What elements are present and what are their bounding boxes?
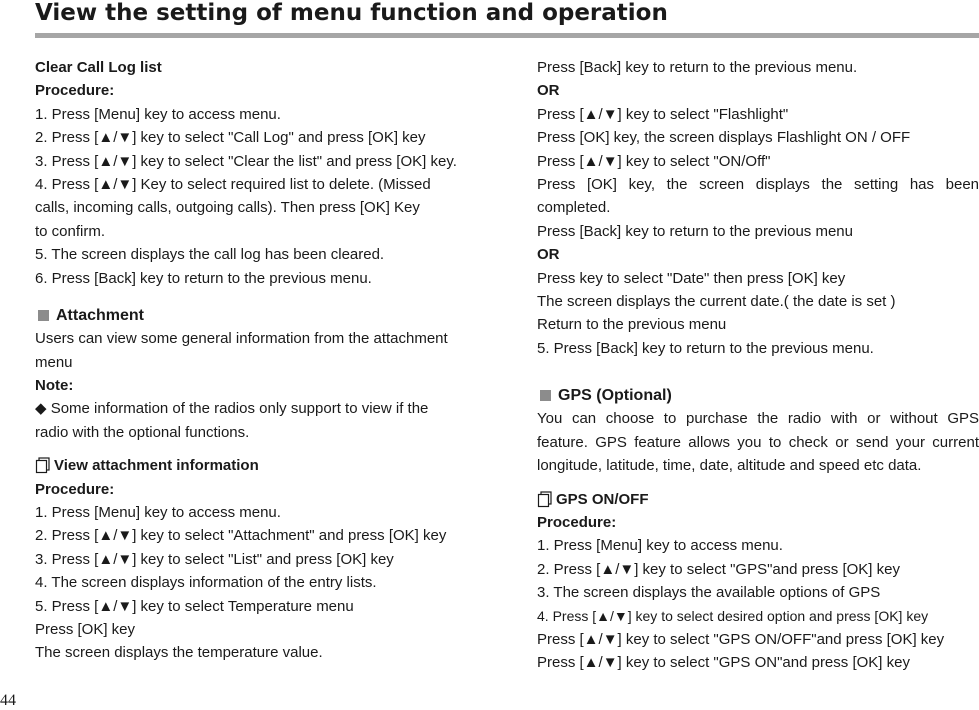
text-line: Press [Back] key to return to the previo… bbox=[537, 222, 853, 240]
right-column: Press [Back] key to return to the previo… bbox=[537, 56, 979, 675]
procedure-label: Procedure: bbox=[537, 514, 617, 532]
text-line: Press key to select "Date" then press [O… bbox=[537, 269, 846, 287]
procedure-label: Procedure: bbox=[35, 82, 115, 100]
step-line: Press [OK] key bbox=[35, 620, 136, 638]
step-line: Press [▲/▼] key to select "GPS ON"and pr… bbox=[537, 654, 910, 672]
spacer bbox=[35, 444, 485, 454]
section-square-icon bbox=[38, 310, 49, 322]
or-label: OR bbox=[537, 82, 560, 100]
view-attachment-heading: View attachment information bbox=[35, 454, 485, 477]
left-column: Clear Call Log list Procedure: 1. Press … bbox=[35, 56, 485, 665]
clear-call-log-heading: Clear Call Log list bbox=[35, 59, 162, 76]
text-line: The screen displays the current date.( t… bbox=[537, 292, 896, 310]
step-line: 4. Press [▲/▼] key to select desired opt… bbox=[537, 607, 929, 624]
step-line: 3. Press [▲/▼] key to select "Clear the … bbox=[35, 152, 457, 170]
step-line: 4. Press [▲/▼] Key to select required li… bbox=[35, 175, 431, 193]
document-icon bbox=[35, 457, 50, 474]
text-line: 5. Press [Back] key to return to the pre… bbox=[537, 339, 874, 357]
step-line: 5. The screen displays the call log has … bbox=[35, 246, 385, 264]
text-line: completed. bbox=[537, 199, 611, 217]
step-line: Press [▲/▼] key to select "GPS ON/OFF"an… bbox=[537, 630, 945, 648]
gps-heading-text: GPS (Optional) bbox=[558, 387, 672, 405]
desc-line: You can choose to purchase the radio wit… bbox=[537, 410, 979, 428]
gps-section-heading: GPS (Optional) bbox=[537, 384, 979, 407]
attachment-section-heading: Attachment bbox=[35, 304, 485, 327]
spacer bbox=[537, 478, 979, 488]
desc-line: longitude, latitude, time, date, altitud… bbox=[537, 457, 922, 475]
desc-line: menu bbox=[35, 353, 73, 371]
procedure-label: Procedure: bbox=[35, 480, 115, 498]
view-attachment-heading-text: View attachment information bbox=[54, 457, 259, 475]
text-line: Press [▲/▼] key to select "ON/Off" bbox=[537, 152, 771, 170]
header-rule bbox=[35, 33, 979, 38]
step-line: 3. The screen displays the available opt… bbox=[537, 584, 881, 602]
desc-line: feature. GPS feature allows you to check… bbox=[537, 433, 979, 451]
spacer bbox=[35, 290, 485, 304]
gps-onoff-heading-text: GPS ON/OFF bbox=[556, 490, 649, 508]
note-line: radio with the optional functions. bbox=[35, 423, 250, 441]
desc-line: Users can view some general information … bbox=[35, 330, 448, 348]
step-line: 4. The screen displays information of th… bbox=[35, 574, 377, 592]
note-line: ◆ Some information of the radios only su… bbox=[35, 400, 429, 418]
step-line: 2. Press [▲/▼] key to select "Call Log" … bbox=[35, 129, 426, 147]
page-title: View the setting of menu function and op… bbox=[35, 0, 668, 26]
step-line: 1. Press [Menu] key to access menu. bbox=[537, 537, 783, 555]
or-label: OR bbox=[537, 246, 560, 264]
text-line: Press [OK] key, the screen displays the … bbox=[537, 175, 979, 193]
spacer bbox=[537, 360, 979, 384]
step-line: 1. Press [Menu] key to access menu. bbox=[35, 504, 281, 522]
step-line: 6. Press [Back] key to return to the pre… bbox=[35, 269, 372, 287]
gps-onoff-heading: GPS ON/OFF bbox=[537, 488, 979, 511]
step-line: 5. Press [▲/▼] key to select Temperature… bbox=[35, 597, 354, 615]
page-number: 44 bbox=[0, 692, 16, 709]
step-line: to confirm. bbox=[35, 222, 106, 240]
step-line: 2. Press [▲/▼] key to select "GPS"and pr… bbox=[537, 560, 900, 578]
step-line: 3. Press [▲/▼] key to select "List" and … bbox=[35, 550, 394, 568]
text-line: Press [Back] key to return to the previo… bbox=[537, 59, 858, 76]
step-line: 1. Press [Menu] key to access menu. bbox=[35, 105, 281, 123]
text-line: Press [OK] key, the screen displays Flas… bbox=[537, 129, 911, 147]
attachment-heading-text: Attachment bbox=[56, 306, 145, 324]
step-line: calls, incoming calls, outgoing calls). … bbox=[35, 199, 420, 217]
note-label: Note: bbox=[35, 377, 74, 395]
section-square-icon bbox=[540, 390, 551, 402]
text-line: Press [▲/▼] key to select "Flashlight" bbox=[537, 105, 789, 123]
step-line: 2. Press [▲/▼] key to select "Attachment… bbox=[35, 527, 447, 545]
text-line: Return to the previous menu bbox=[537, 316, 727, 334]
step-line: The screen displays the temperature valu… bbox=[35, 644, 323, 662]
document-icon bbox=[537, 491, 552, 507]
